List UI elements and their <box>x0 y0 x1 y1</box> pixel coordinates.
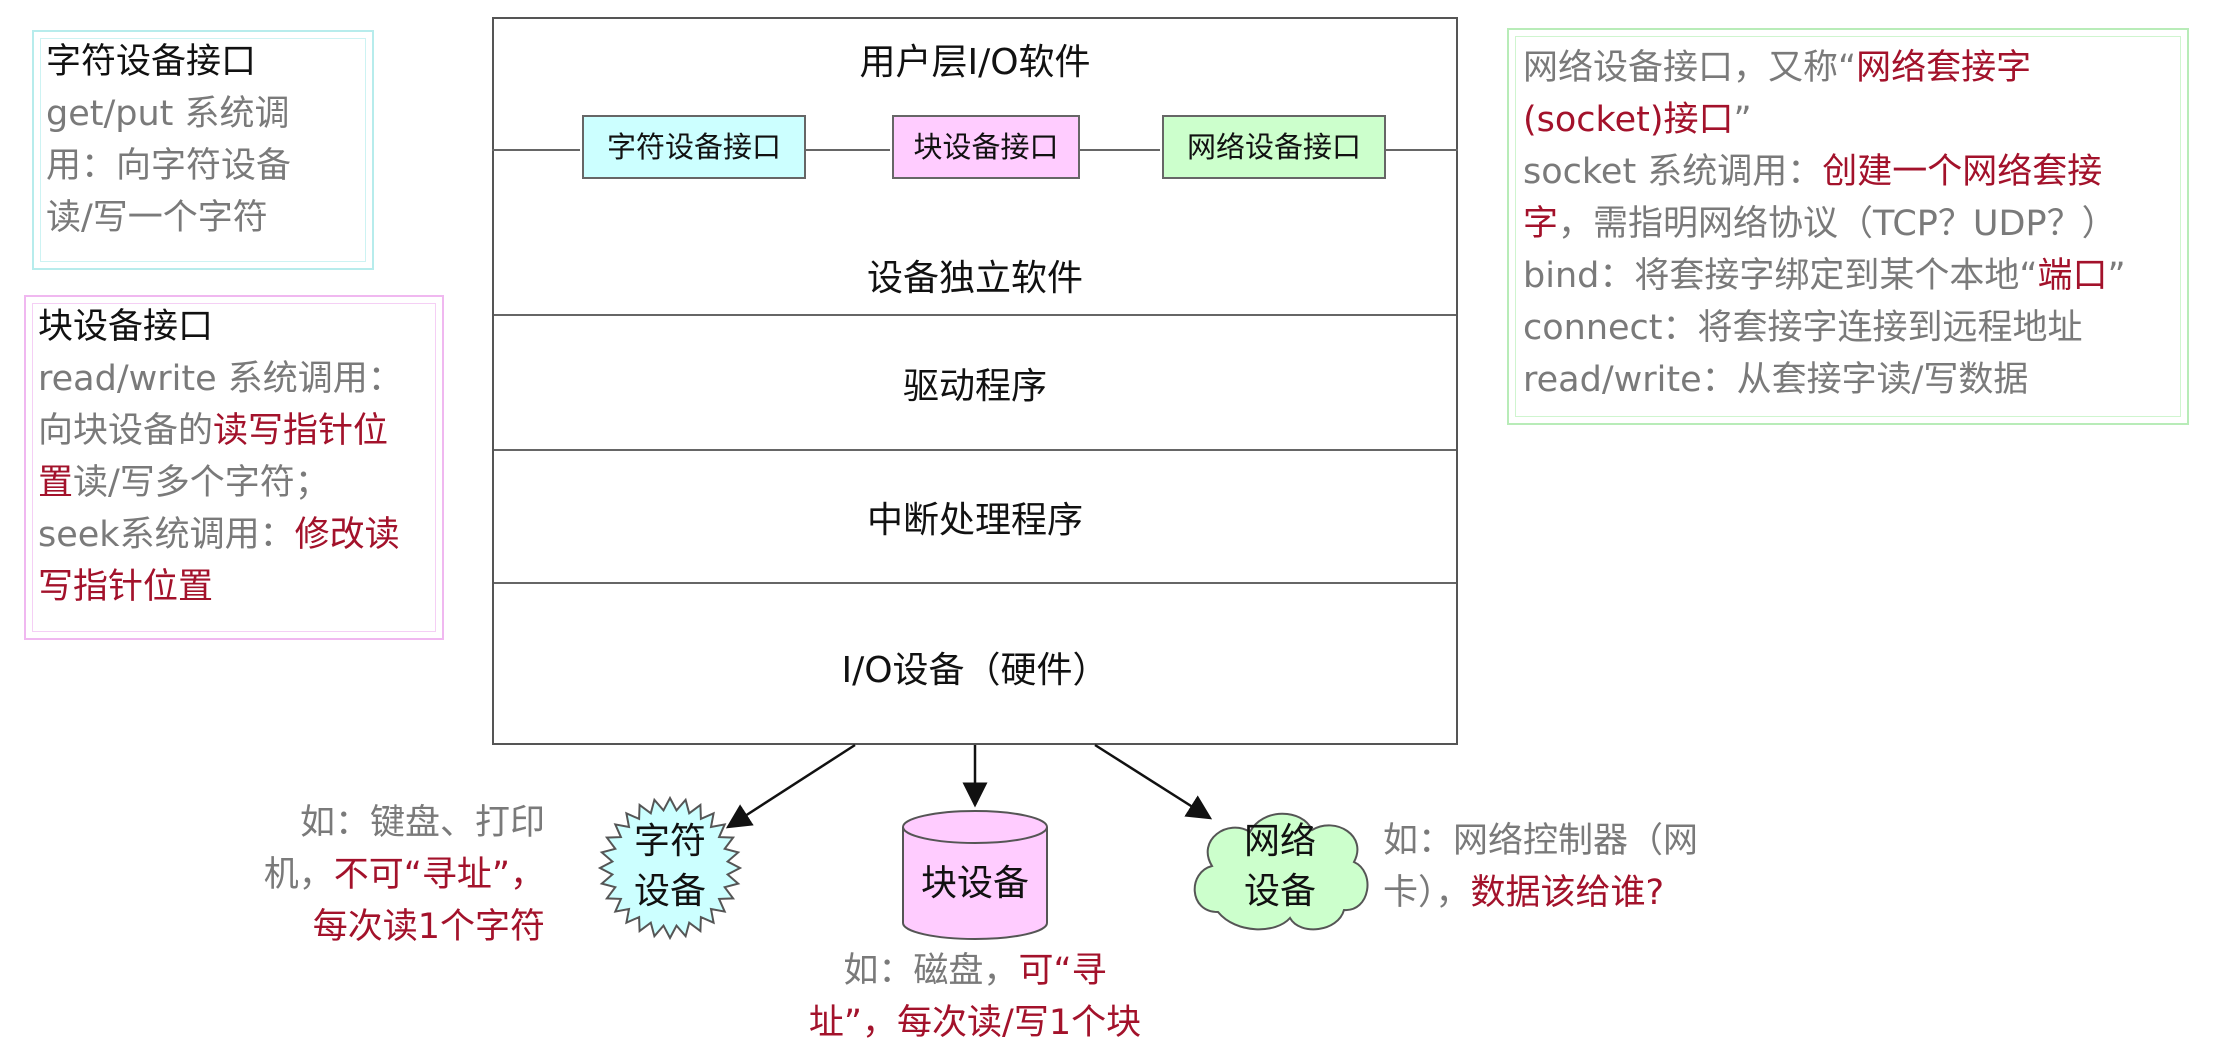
net-interface-note: 网络设备接口，又称“网络套接字 (socket)接口” socket 系统调用：… <box>1507 28 2189 425</box>
net-device-annotation: 如：网络控制器（网 卡），数据该给谁? <box>1383 815 1743 919</box>
annotation-highlight: 址”，每次读/写1个块 <box>808 1003 1142 1043</box>
char-device-label-line: 字符 <box>633 821 706 862</box>
annotation-highlight: 不可“寻址”， <box>333 855 545 895</box>
block-note-highlight: 写指针位置 <box>38 567 214 607</box>
iface-char-box: 字符设备接口 <box>582 115 806 179</box>
iface-block-box: 块设备接口 <box>892 115 1080 179</box>
net-note-text: ” <box>2107 256 2126 296</box>
char-device-annotation: 如：键盘、打印 机，不可“寻址”， 每次读1个字符 <box>235 797 545 953</box>
block-device-shape <box>902 810 1048 940</box>
net-note-highlight: 创建一个网络套接 <box>1822 152 2103 192</box>
net-note-line: connect：将套接字连接到远程地址 <box>1523 308 2083 348</box>
char-device-label: 字符 设备 <box>620 817 720 917</box>
net-note-text: 网络设备接口，又称“ <box>1523 48 1857 88</box>
char-interface-note: 字符设备接口 get/put 系统调 用：向字符设备 读/写一个字符 <box>32 30 374 270</box>
char-note-line: get/put 系统调 <box>46 94 290 134</box>
net-note-line: 网络设备接口，又称“网络套接字 <box>1523 42 2173 94</box>
net-note-line: read/write：从套接字读/写数据 <box>1523 360 2029 400</box>
block-note-title: 块设备接口 <box>38 307 214 347</box>
block-note-highlight: 读写指针位 <box>213 411 389 451</box>
block-note-text: 向块设备的 <box>38 411 214 451</box>
block-note-line: read/write 系统调用： <box>38 359 403 399</box>
block-note-highlight: 修改读 <box>294 515 400 555</box>
net-note-text: ，需指明网络协议（TCP？UDP？） <box>1558 204 2117 244</box>
net-note-highlight: 网络套接字 <box>1856 48 2032 88</box>
net-device-shape <box>1193 812 1369 931</box>
block-note-line: 置读/写多个字符； <box>38 457 430 509</box>
net-note-highlight: 端口 <box>2037 256 2108 296</box>
net-device-label-line: 设备 <box>1243 871 1316 912</box>
char-note-title: 字符设备接口 <box>46 42 257 82</box>
block-device-label: 块设备 <box>920 863 1029 904</box>
layer-divider <box>494 314 1456 316</box>
layer-user-io: 用户层I/O软件 <box>859 42 1091 83</box>
net-device-label-line: 网络 <box>1243 821 1316 862</box>
layer-io-hardware: I/O设备（硬件） <box>841 650 1109 691</box>
net-note-text: socket 系统调用： <box>1523 152 1823 192</box>
net-note-line: bind：将套接字绑定到某个本地“端口” <box>1523 250 2173 302</box>
annotation-line: 如：磁盘，可“寻 <box>780 945 1170 997</box>
net-note-line: (socket)接口” <box>1523 94 2173 146</box>
annotation-line: 如：键盘、打印 <box>299 803 545 843</box>
block-note-line: 向块设备的读写指针位 <box>38 405 430 457</box>
block-interface-note: 块设备接口 read/write 系统调用： 向块设备的读写指针位 置读/写多个… <box>24 295 444 640</box>
arrow-to-net-device <box>1094 743 1213 820</box>
layer-divider <box>494 449 1456 451</box>
layer-divider <box>494 582 1456 584</box>
annotation-line: 如：网络控制器（网 <box>1383 821 1699 861</box>
net-device-label: 网络 设备 <box>1230 817 1330 917</box>
block-device-annotation: 如：磁盘，可“寻 址”，每次读/写1个块 <box>780 945 1170 1049</box>
arrow-to-char-device <box>725 743 856 829</box>
block-note-line: seek系统调用：修改读 <box>38 509 430 561</box>
layer-driver: 驱动程序 <box>902 366 1047 407</box>
annotation-line: 机，不可“寻址”， <box>235 849 545 901</box>
net-note-text: ” <box>1733 100 1752 140</box>
block-note-text: seek系统调用： <box>38 515 295 555</box>
io-software-stack: 用户层I/O软件 字符设备接口 块设备接口 网络设备接口 设备独立软件 驱动程序… <box>492 17 1458 745</box>
annotation-highlight: 可“寻 <box>1018 951 1107 991</box>
net-note-line: 字，需指明网络协议（TCP？UDP？） <box>1523 198 2173 250</box>
annotation-text: 如：磁盘， <box>843 951 1019 991</box>
net-note-text: bind：将套接字绑定到某个本地“ <box>1523 256 2038 296</box>
char-note-line: 用：向字符设备 <box>46 146 292 186</box>
layer-device-independent: 设备独立软件 <box>866 258 1083 299</box>
net-note-highlight: 字 <box>1523 204 1559 244</box>
block-note-text: 读/写多个字符； <box>73 463 330 503</box>
net-note-highlight: (socket)接口 <box>1523 100 1734 140</box>
block-note-highlight: 置 <box>38 463 74 503</box>
annotation-text: 机， <box>263 855 334 895</box>
char-note-line: 读/写一个字符 <box>46 198 268 238</box>
annotation-highlight: 数据该给谁? <box>1470 873 1665 913</box>
annotation-text: 卡）， <box>1383 873 1471 913</box>
annotation-line: 卡），数据该给谁? <box>1383 867 1743 919</box>
annotation-highlight: 每次读1个字符 <box>312 907 545 947</box>
char-device-shape <box>597 795 743 941</box>
iface-net-box: 网络设备接口 <box>1162 115 1386 179</box>
layer-interrupt-handler: 中断处理程序 <box>866 500 1083 541</box>
char-device-label-line: 设备 <box>633 871 706 912</box>
net-note-line: socket 系统调用：创建一个网络套接 <box>1523 146 2173 198</box>
